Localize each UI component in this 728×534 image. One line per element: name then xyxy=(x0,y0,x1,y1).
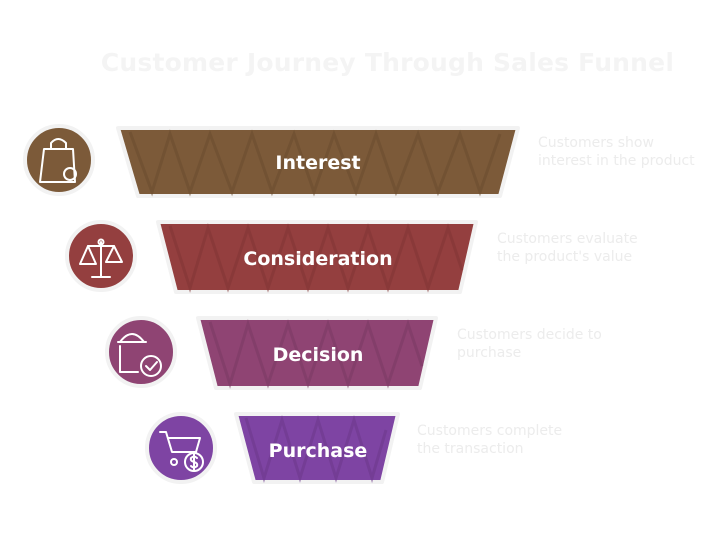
bag-check-icon xyxy=(117,333,162,377)
diagram-title: Customer Journey Through Sales Funnel xyxy=(100,48,675,77)
icon-circle-purchase xyxy=(145,412,217,484)
description-purchase: Customers complete the transaction xyxy=(417,423,567,457)
funnel-stage-purchase: Purchase Customers complete the transact… xyxy=(145,412,567,484)
shopping-bag-icon xyxy=(39,138,77,183)
description-interest: Customers show interest in the product xyxy=(538,135,695,169)
icon-circle-interest xyxy=(23,124,95,196)
funnel-label-decision: Decision xyxy=(273,344,364,366)
funnel-label-consideration: Consideration xyxy=(243,248,392,270)
funnel-stage-interest: Interest Customers show interest in the … xyxy=(23,124,695,198)
icon-circle-decision xyxy=(105,316,177,388)
funnel-label-interest: Interest xyxy=(275,152,360,174)
funnel-stage-consideration: Consideration Customers evaluate the pro… xyxy=(65,220,642,294)
funnel-label-purchase: Purchase xyxy=(269,440,368,462)
funnel-stage-decision: Decision Customers decide to purchase xyxy=(105,316,606,390)
description-consideration: Customers evaluate the product's value xyxy=(497,231,642,265)
balance-scale-icon xyxy=(79,238,123,278)
description-decision: Customers decide to purchase xyxy=(457,327,606,361)
funnel-band-interest xyxy=(116,126,520,198)
cart-dollar-icon xyxy=(159,431,204,472)
